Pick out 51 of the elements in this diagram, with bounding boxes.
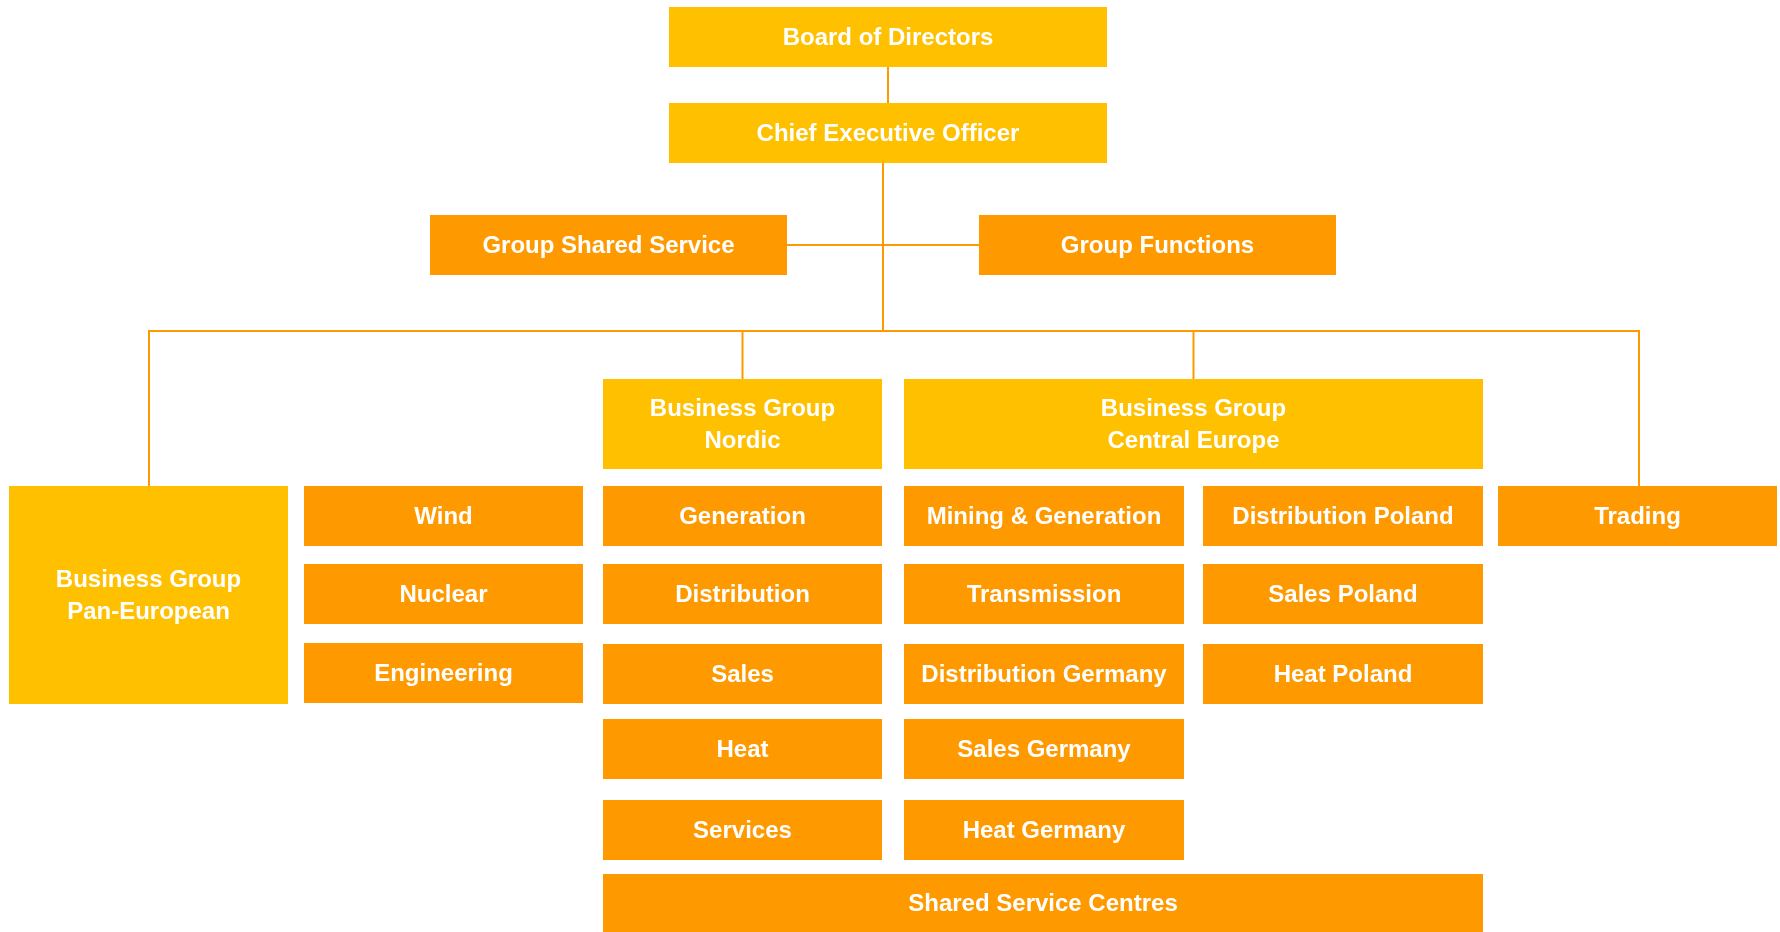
unit-name: Transmission: [966, 579, 1122, 609]
unit-name: Trading: [1594, 501, 1681, 531]
connector-line: [887, 66, 889, 104]
unit-name: Heat Germany: [962, 815, 1126, 845]
org-unit-box: [669, 103, 1107, 163]
org-unit-box: [1203, 564, 1483, 624]
org-unit-box: [603, 379, 882, 469]
unit-name: Distribution Poland: [1232, 501, 1454, 531]
org-unit-box: [603, 564, 882, 624]
org-unit-box: [904, 564, 1184, 624]
org-unit-box: [304, 643, 583, 703]
org-unit-box: [430, 215, 787, 275]
org-unit-box: [603, 874, 1483, 932]
org-unit-box: [904, 719, 1184, 779]
org-unit-box: [904, 486, 1184, 546]
org-unit-box: [304, 486, 583, 546]
unit-name: Sales Germany: [957, 734, 1131, 764]
unit-name: Services: [693, 815, 792, 845]
org-unit-box: [904, 379, 1483, 469]
unit-name: Business Group Central Europe: [1099, 393, 1288, 455]
org-unit-box: [904, 644, 1184, 704]
unit-name: Heat Poland: [1273, 659, 1413, 689]
org-unit-box: [9, 486, 288, 704]
org-unit-box: [669, 7, 1107, 67]
org-unit-box: [1498, 486, 1777, 546]
unit-name: Heat: [716, 734, 769, 764]
unit-name: Board of Directors: [782, 22, 994, 52]
unit-name: Group Functions: [1060, 230, 1255, 260]
unit-name: Mining & Generation: [926, 501, 1162, 531]
org-unit-box: [1203, 644, 1483, 704]
unit-name: Sales: [711, 659, 774, 689]
unit-name: Distribution: [675, 579, 810, 609]
org-unit-box: [603, 486, 882, 546]
unit-name: Distribution Germany: [921, 659, 1167, 689]
unit-name: Engineering: [374, 658, 513, 688]
unit-name: Group Shared Service: [482, 230, 735, 260]
unit-name: Sales Poland: [1268, 579, 1418, 609]
unit-name: Shared Service Centres: [908, 888, 1178, 918]
unit-name: Business Group Pan-European: [54, 564, 243, 626]
org-unit-box: [904, 800, 1184, 860]
org-unit-box: [603, 644, 882, 704]
org-unit-box: [979, 215, 1336, 275]
unit-name: Wind: [414, 501, 473, 531]
org-unit-box: [304, 564, 583, 624]
org-unit-box: [1203, 486, 1483, 546]
org-unit-box: [603, 719, 882, 779]
unit-name: Chief Executive Officer: [756, 118, 1020, 148]
unit-name: Business Group Nordic: [648, 393, 837, 455]
unit-name: Nuclear: [399, 579, 488, 609]
unit-name: Generation: [679, 501, 806, 531]
org-unit-box: [603, 800, 882, 860]
